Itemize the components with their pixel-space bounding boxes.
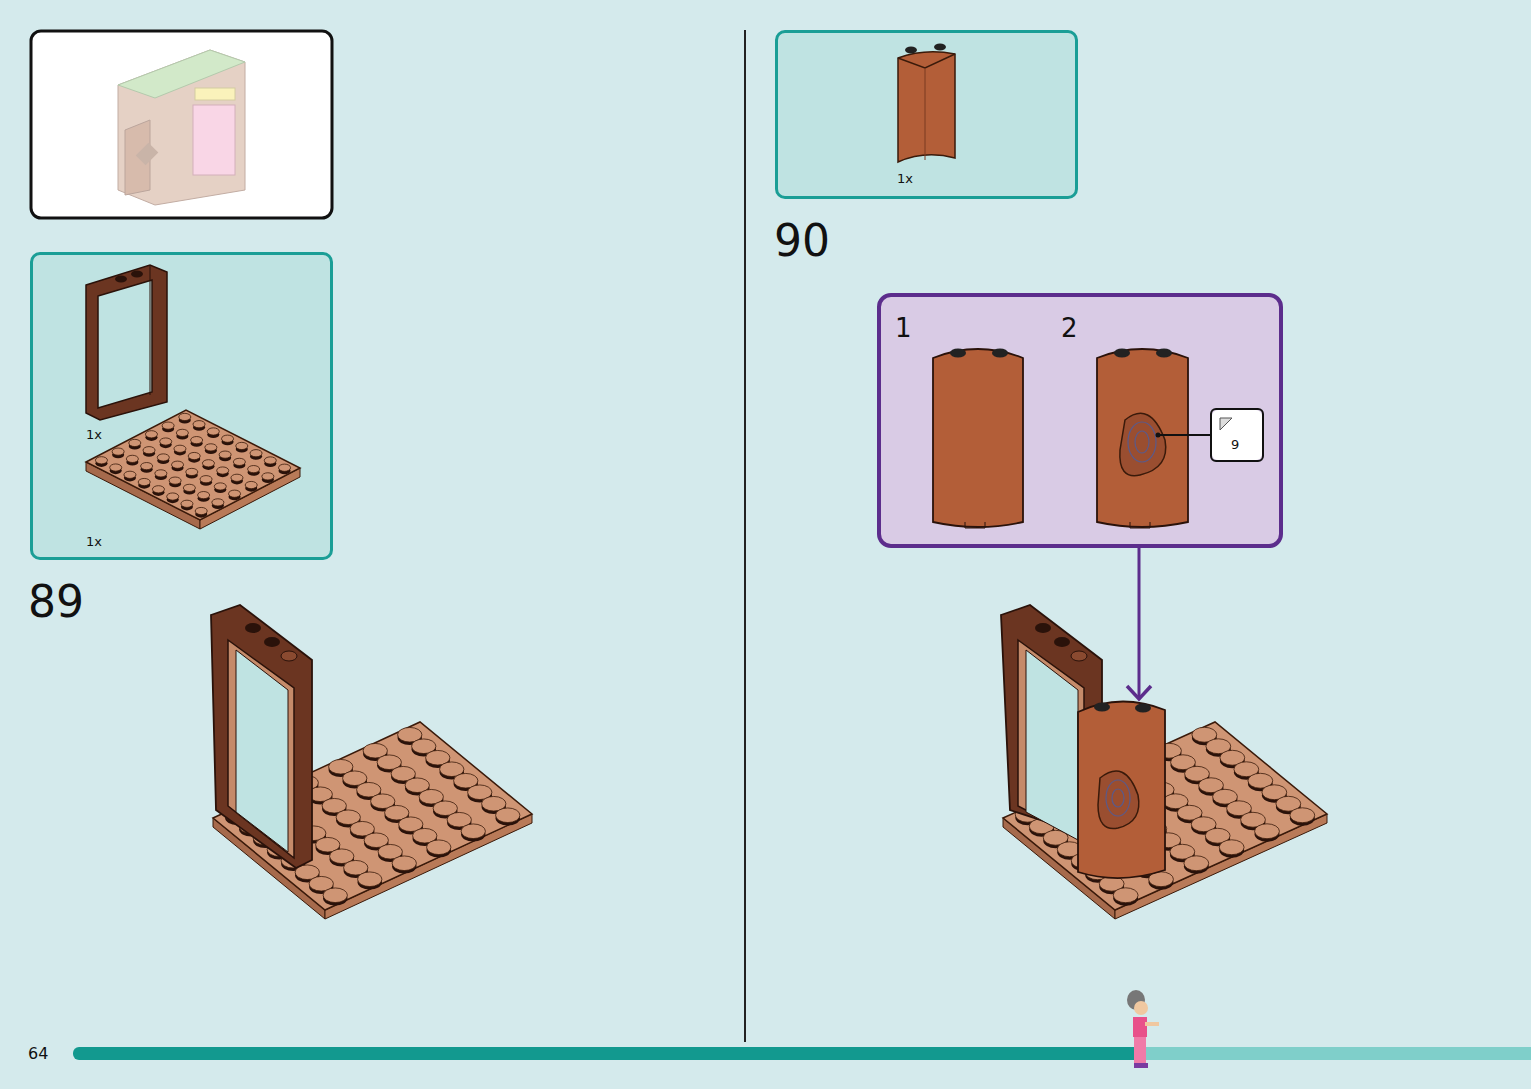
curved-panel-part bbox=[898, 44, 955, 163]
part-count: 1x bbox=[86, 535, 102, 548]
page-number: 64 bbox=[28, 1046, 48, 1062]
divider bbox=[744, 30, 746, 1042]
subassembly-box: 1 2 9 bbox=[877, 293, 1283, 548]
progress-bar bbox=[73, 1047, 1143, 1060]
step-number: 89 bbox=[28, 580, 84, 624]
door-frame bbox=[211, 605, 312, 868]
substep-number: 2 bbox=[1061, 315, 1078, 341]
sticker-ground bbox=[1212, 410, 1262, 460]
part-count: 1x bbox=[86, 428, 102, 441]
curved-panel bbox=[933, 349, 1232, 529]
parts-box: 1x 1x bbox=[30, 252, 333, 560]
parts-ground bbox=[776, 31, 1077, 198]
progress-bar bbox=[1140, 1047, 1531, 1060]
parts-box: 1x bbox=[775, 30, 1078, 199]
curved-panel bbox=[1078, 701, 1165, 878]
step-number: 90 bbox=[774, 219, 830, 263]
placement-arrow bbox=[1127, 548, 1151, 699]
preview-model bbox=[118, 50, 245, 205]
preview-box bbox=[31, 31, 332, 218]
door-frame-part bbox=[86, 265, 167, 420]
plate-part bbox=[86, 410, 300, 529]
sticker-number: 9 bbox=[1231, 438, 1239, 451]
subassembly-ground bbox=[879, 295, 1281, 546]
parts-ground bbox=[31, 253, 332, 559]
minifigure bbox=[1127, 990, 1159, 1068]
substep-number: 1 bbox=[895, 315, 912, 341]
sticker-box: 9 bbox=[1210, 408, 1264, 462]
part-count: 1x bbox=[897, 172, 913, 185]
